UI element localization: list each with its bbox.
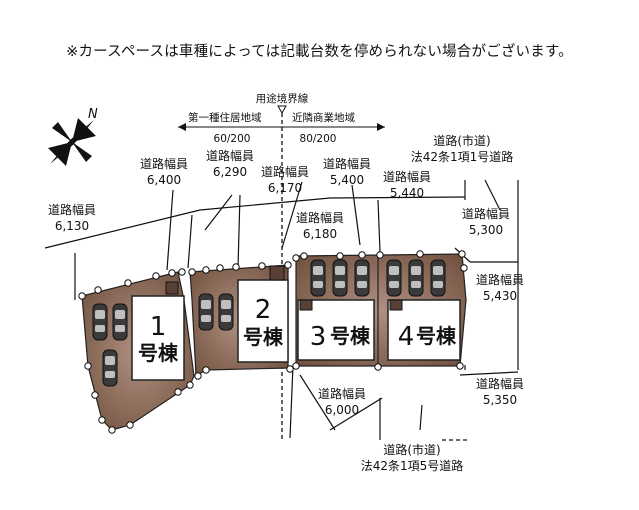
boundary-markers xyxy=(78,250,468,434)
building-2-suffix: 号棟 xyxy=(243,325,284,349)
building-4-number: 4 xyxy=(398,322,415,352)
storage-shed-3 xyxy=(299,299,313,311)
right-ratio-label: 80/200 xyxy=(300,133,337,145)
north-label: N xyxy=(88,107,98,122)
road-width-title: 道路幅員 xyxy=(261,164,309,179)
boundary-label: 用途境界線 xyxy=(256,92,309,105)
road-width-6130: 6,130 xyxy=(55,219,89,233)
road-width-5350: 5,350 xyxy=(483,393,517,407)
building-1-suffix: 号棟 xyxy=(138,341,179,365)
road-width-5430: 5,430 xyxy=(483,289,517,303)
road-width-6290: 6,290 xyxy=(213,165,247,179)
road-width-6170: 6,170 xyxy=(268,181,302,195)
road-width-title: 道路幅員 xyxy=(476,376,524,391)
road-width-title: 道路幅員 xyxy=(476,272,524,287)
south-road-name: 道路(市道) xyxy=(383,442,440,457)
storage-shed-1 xyxy=(165,281,179,295)
storage-shed-4 xyxy=(389,299,403,311)
house-1 xyxy=(131,295,185,381)
road-width-title: 道路幅員 xyxy=(462,206,510,221)
road-width-6180: 6,180 xyxy=(303,227,337,241)
south-road-type: 法42条1項5号道路 xyxy=(361,458,464,473)
road-width-6400: 6,400 xyxy=(147,173,181,187)
road-width-5400: 5,400 xyxy=(330,173,364,187)
storage-shed-2 xyxy=(269,265,285,281)
north-road-type: 法42条1項1号道路 xyxy=(411,149,514,164)
building-2-number: 2 xyxy=(255,295,272,325)
road-width-5440: 5,440 xyxy=(390,186,424,200)
building-1-number: 1 xyxy=(150,312,167,342)
building-3-suffix: 号棟 xyxy=(330,324,371,348)
road-width-title: 道路幅員 xyxy=(206,148,254,163)
road-width-title: 道路幅員 xyxy=(140,156,188,171)
road-width-title: 道路幅員 xyxy=(318,386,366,401)
road-width-title: 道路幅員 xyxy=(323,156,371,171)
notice-text: ※カースペースは車種によっては記載台数を停められない場合がございます。 xyxy=(66,44,573,60)
road-width-title: 道路幅員 xyxy=(296,210,344,225)
right-zone-label: 近隣商業地域 xyxy=(292,111,355,124)
road-width-title: 道路幅員 xyxy=(383,169,431,184)
house-2 xyxy=(237,279,289,363)
building-4-suffix: 号棟 xyxy=(416,324,457,348)
road-width-5300: 5,300 xyxy=(469,223,503,237)
left-ratio-label: 60/200 xyxy=(214,133,251,145)
building-3-number: 3 xyxy=(310,322,327,352)
left-zone-label: 第一種住居地域 xyxy=(188,111,262,124)
north-compass-icon xyxy=(48,118,96,166)
road-width-6000: 6,000 xyxy=(325,403,359,417)
north-road-name: 道路(市道) xyxy=(433,133,490,148)
road-width-title: 道路幅員 xyxy=(48,202,96,217)
